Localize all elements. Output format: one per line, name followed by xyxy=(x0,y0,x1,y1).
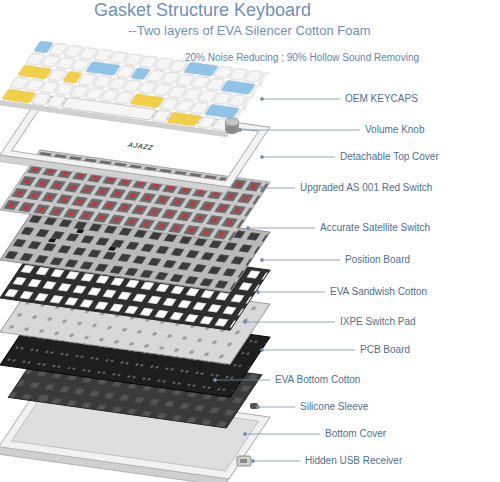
part-label: PCB Board xyxy=(360,344,410,356)
volume-knob xyxy=(225,118,239,134)
part-label: Accurate Satellite Switch xyxy=(320,222,430,234)
leader-line xyxy=(248,228,315,229)
diagram-title: Gasket Structure Keyboard xyxy=(94,0,311,21)
leader-line xyxy=(215,380,270,381)
leader-line xyxy=(245,322,335,323)
leader-line xyxy=(258,407,295,408)
leader-line xyxy=(262,99,340,100)
part-label: Position Board xyxy=(345,254,410,266)
part-label: Volume Knob xyxy=(365,124,425,136)
part-label: Upgraded AS 001 Red Switch xyxy=(300,182,432,194)
part-label: Bottom Cover xyxy=(325,428,386,440)
part-label: Silicone Sleeve xyxy=(300,401,368,413)
leader-line xyxy=(240,130,360,131)
part-label: Hidden USB Receiver xyxy=(305,455,402,467)
silicone-sleeve xyxy=(40,395,258,409)
brand-logo: AJAZZ xyxy=(126,141,155,152)
leader-line xyxy=(262,350,355,351)
leader-line xyxy=(262,188,295,189)
part-label: IXPE Switch Pad xyxy=(340,316,416,328)
subtitle: --Two layers of EVA Silencer Cotton Foam xyxy=(128,24,371,39)
feature-note: 20% Noise Reducing ; 90% Hollow Sound Re… xyxy=(185,52,419,64)
leader-line xyxy=(262,260,340,261)
part-label: Detachable Top Cover xyxy=(340,151,439,163)
leader-line xyxy=(258,292,325,293)
part-label: OEM KEYCAPS xyxy=(345,93,418,105)
leader-line xyxy=(245,434,320,435)
top-cover xyxy=(0,95,270,193)
part-label: EVA Sandwish Cotton xyxy=(330,286,427,298)
leader-line xyxy=(253,461,300,462)
part-label: EVA Bottom Cotton xyxy=(275,374,360,386)
usb-receiver xyxy=(237,456,251,466)
leader-line xyxy=(262,157,335,158)
